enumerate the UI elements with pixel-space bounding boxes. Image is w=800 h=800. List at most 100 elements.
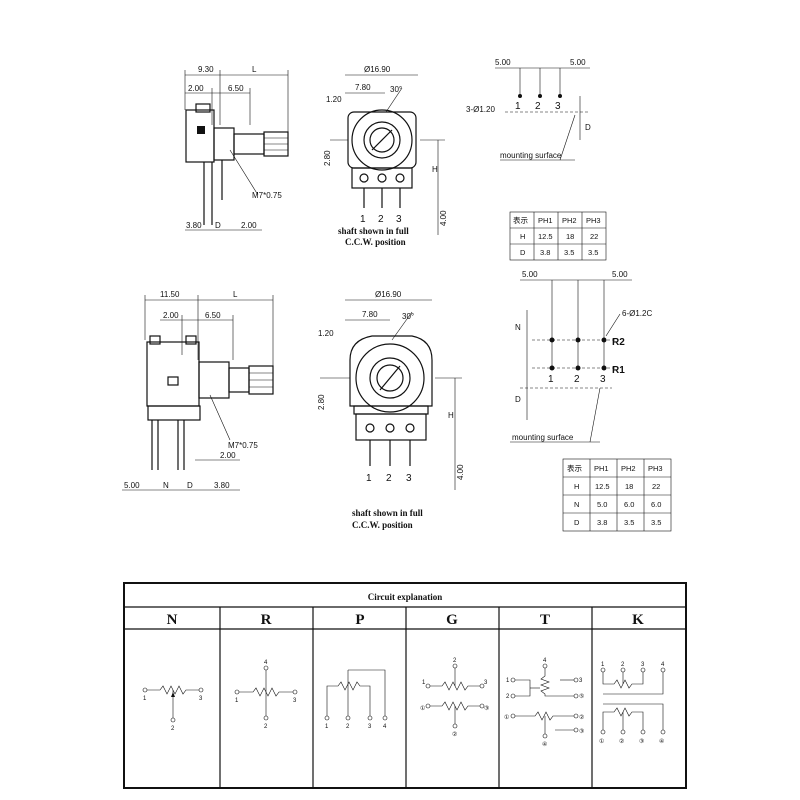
table-bottom-cell: 3.5 [651, 518, 661, 527]
table-bottom-cell: 3.8 [597, 518, 607, 527]
bottom-side-dim-a: 2.00 [163, 311, 179, 320]
bottom-side-dim-e: 2.00 [220, 451, 236, 460]
table-bottom-header-3: PH3 [648, 464, 663, 473]
circuit-g-pin-c1: ① [420, 705, 425, 712]
circuit-k-pin-4: 4 [661, 662, 665, 668]
circuit-n-schematic: 1 2 3 [142, 685, 204, 732]
top-front-dim-a: 7.80 [355, 83, 371, 92]
table-top-header-0: 表示 [513, 215, 528, 225]
table-top-header-1: PH1 [538, 216, 553, 225]
circuit-k-pin-c1: ① [599, 738, 604, 745]
bottom-mount-dim-d: D [515, 395, 521, 404]
table-bottom-cell: 5.0 [597, 500, 607, 509]
bottom-front-caption-2: C.C.W. position [352, 520, 413, 530]
table-top-header-2: PH2 [562, 216, 577, 225]
table-bottom-cell: N [574, 500, 579, 509]
bottom-front-view: Ø16.90 7.80 1.20 30° 1 2 3 2.80 H 4.00 s… [317, 290, 465, 530]
bottom-side-dim-d: D [187, 481, 193, 490]
table-bottom-cell: 12.5 [595, 482, 610, 491]
bottom-front-angle: 30° [402, 312, 414, 321]
table-top-cell: H [520, 232, 525, 241]
circuit-t-pin-2: 2 [506, 694, 510, 700]
circuit-g-pin-1: 1 [422, 680, 426, 686]
circuit-k-pin-c4: ④ [659, 738, 664, 745]
bottom-mount-dim-b: 5.00 [612, 270, 628, 279]
top-front-view: Ø16.90 7.80 1.20 30° 1 2 3 2.80 H 4.00 s… [323, 65, 448, 247]
table-top-cell: 3.5 [564, 248, 574, 257]
bottom-mount-r1: R1 [612, 365, 625, 376]
top-side-dim-e: 2.00 [241, 221, 257, 230]
circuit-t-pin-c4: ④ [542, 741, 547, 748]
top-mount-pin-3: 3 [555, 101, 561, 112]
top-mount-hole: 3-Ø1.20 [466, 105, 495, 114]
bottom-front-pin-3: 3 [406, 473, 412, 484]
bottom-front-dim-a: 7.80 [362, 310, 378, 319]
circuit-t-pin-c3: ③ [579, 728, 584, 735]
bottom-mount-surface: mounting surface [512, 433, 574, 442]
bottom-mount-pin-2: 2 [574, 374, 580, 385]
top-side-dim-b: 6.50 [228, 84, 244, 93]
circuit-explanation: Circuit explanation N R P G T K 1 2 3 [123, 582, 687, 789]
bottom-mount-dim-n: N [515, 323, 521, 332]
bottom-front-diameter: Ø16.90 [375, 290, 402, 299]
top-front-dim-d: 4.00 [439, 210, 448, 226]
top-side-view: 9.30 L 2.00 6.50 M7*0.75 3.80 D 2.00 [184, 65, 289, 231]
top-side-dim-l: L [252, 65, 257, 74]
circuit-p-pin-3: 3 [368, 724, 372, 730]
circuit-t-pin-3: 3 [579, 678, 583, 684]
bottom-front-dim-b: 1.20 [318, 329, 334, 338]
circuit-k-pin-2: 2 [621, 662, 625, 668]
table-bottom-cell: 6.0 [651, 500, 661, 509]
bottom-front-dim-h: H [448, 411, 454, 420]
circuit-p-pin-2: 2 [346, 724, 350, 730]
table-bottom-cell: 3.5 [624, 518, 634, 527]
bottom-front-pin-1: 1 [366, 473, 372, 484]
circuit-k-pin-c2: ② [619, 738, 624, 745]
top-front-angle: 30° [390, 85, 402, 94]
top-mount-dim-a: 5.00 [495, 58, 511, 67]
circuit-t-pin-c2: ② [579, 714, 584, 721]
table-bottom-header-1: PH1 [594, 464, 609, 473]
bottom-side-dim-n: N [163, 481, 169, 490]
circuit-k-pin-c3: ③ [639, 738, 644, 745]
top-mount-dim-d: D [585, 123, 591, 132]
circuit-t-pin-c5: ⑤ [579, 693, 584, 700]
circuit-title: Circuit explanation [368, 592, 443, 602]
top-front-pin-1: 1 [360, 214, 366, 225]
table-bottom-cell: H [574, 482, 579, 491]
bottom-front-caption-1: shaft shown in full [352, 508, 423, 518]
top-mount-pin-2: 2 [535, 101, 541, 112]
top-mount-pin-1: 1 [515, 101, 521, 112]
circuit-p-schematic: 1 2 3 4 [324, 669, 388, 730]
table-top: 表示 PH1 PH2 PH3 H 12.5 18 22 D 3.8 3.5 3.… [509, 211, 607, 261]
bottom-mount-pin-1: 1 [548, 374, 554, 385]
top-front-caption-2: C.C.W. position [345, 237, 406, 247]
top-side-dim-c: 3.80 [186, 221, 202, 230]
table-top-cell: D [520, 248, 526, 257]
top-side-dim-a: 2.00 [188, 84, 204, 93]
circuit-type-g: G [446, 612, 458, 628]
bottom-side-dim-c: 3.80 [214, 481, 230, 490]
circuit-g-schematic: 2 1 3 ① ③ ② [420, 658, 489, 738]
circuit-r-schematic: 4 1 3 2 [234, 660, 298, 730]
circuit-r-pin-3: 3 [293, 698, 297, 704]
table-top-header-3: PH3 [586, 216, 601, 225]
circuit-g-pin-3: 3 [484, 680, 488, 686]
table-bottom-cell: D [574, 518, 580, 527]
circuit-type-r: R [261, 612, 272, 628]
top-side-dim-d: D [215, 221, 221, 230]
table-bottom-cell: 22 [652, 482, 660, 491]
bottom-mount-pattern: 5.00 5.00 6-Ø1.2C R2 R1 1 2 3 N D mounti… [510, 270, 652, 443]
bottom-front-pin-2: 2 [386, 473, 392, 484]
top-side-thread: M7*0.75 [252, 191, 282, 200]
top-front-dim-h: H [432, 165, 438, 174]
table-bottom: 表示 PH1 PH2 PH3 H 12.5 18 22 N 5.0 6.0 6.… [562, 458, 672, 532]
circuit-g-pin-c3: ③ [484, 705, 489, 712]
circuit-t-schematic: 4 1 2 3 ⑤ ① ② ③ ④ [504, 658, 584, 748]
bottom-side-dim-l: L [233, 290, 238, 299]
bottom-side-view: 11.50 L 2.00 6.50 M7*0.75 2.00 5.00 N D … [122, 290, 274, 491]
bottom-front-dim-d: 4.00 [456, 464, 465, 480]
top-front-dim-b: 1.20 [326, 95, 342, 104]
table-bottom-header-0: 表示 [567, 463, 582, 473]
